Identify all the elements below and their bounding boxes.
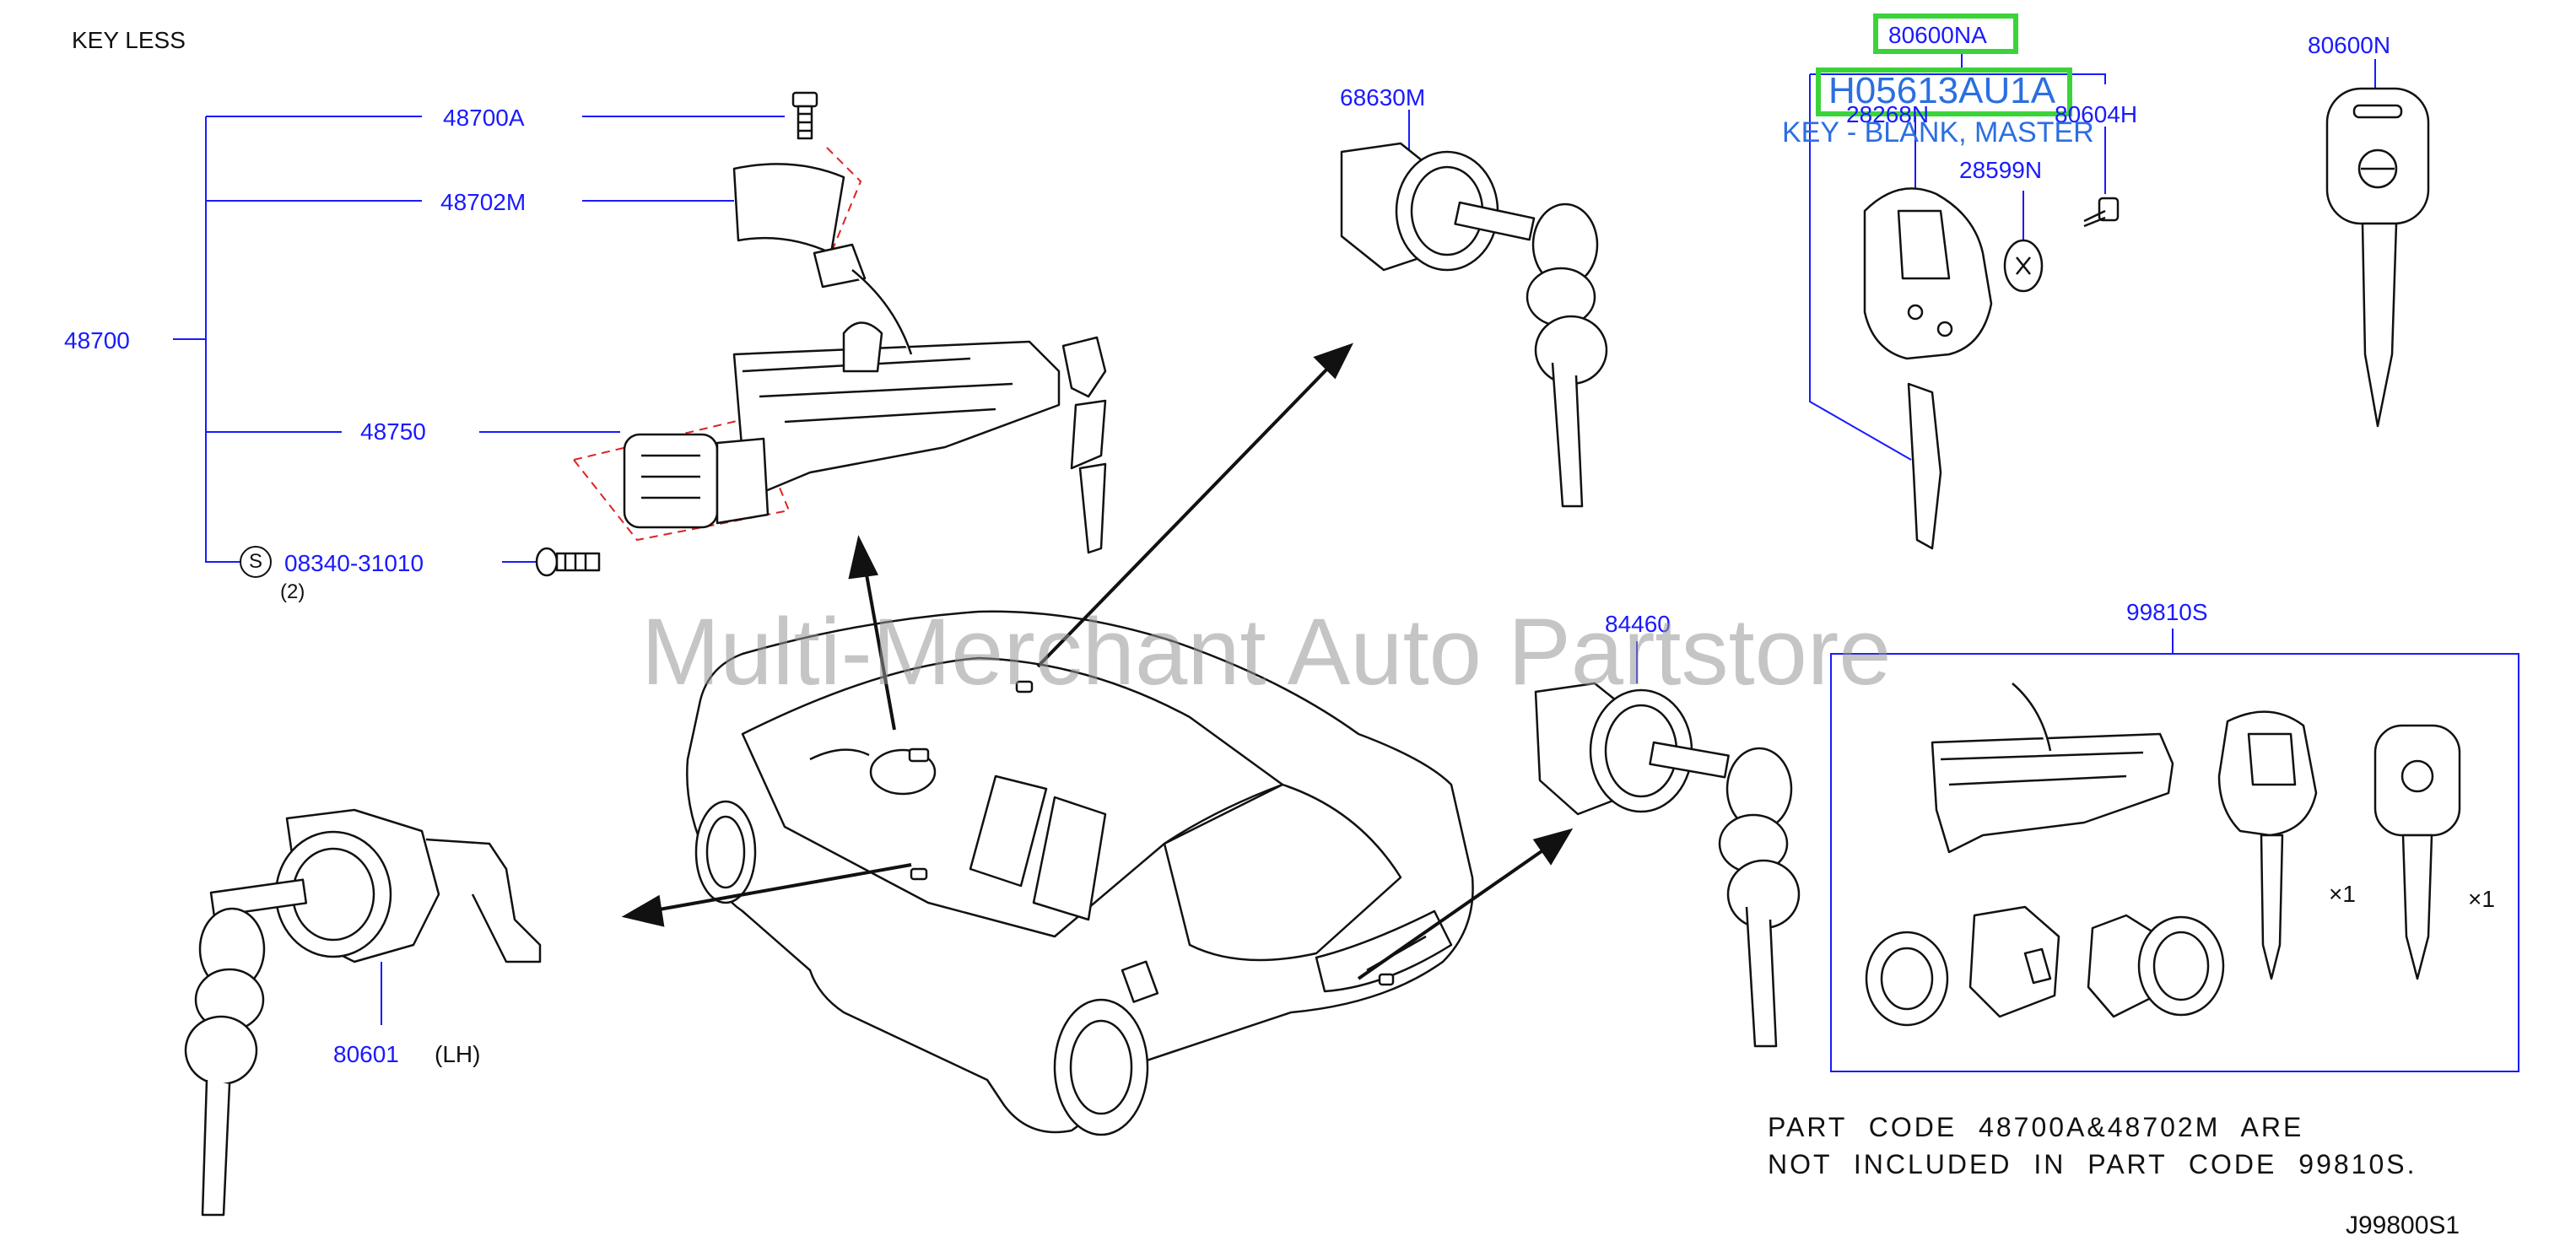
kit-99810S-contents (1865, 683, 2461, 1027)
part-label-28599N[interactable]: 28599N (1959, 157, 2043, 183)
part-label-48750[interactable]: 48750 (360, 418, 426, 445)
cover-48702M (732, 163, 845, 255)
side-label-lh: (LH) (435, 1041, 481, 1067)
part-label-48700A[interactable]: 48700A (443, 105, 525, 131)
part-label-48702M[interactable]: 48702M (440, 189, 527, 215)
door-lock-80601 (184, 808, 542, 1217)
bracket-key-blank (1810, 73, 2106, 84)
key-type-label: KEY LESS (72, 27, 186, 53)
part-label-80600N[interactable]: 80600N (2308, 32, 2391, 58)
part-label-99810S[interactable]: 99810S (2126, 599, 2208, 625)
diagram-code: J99800S1 (2346, 1212, 2460, 1239)
remote-key-28268N (1863, 187, 1993, 360)
part-label-80604H[interactable]: 80604H (2055, 101, 2138, 127)
part-label-28268N[interactable]: 28268N (1846, 101, 1930, 127)
trunk-lock-84460 (1534, 682, 1801, 1048)
kit-box-99810S (1830, 653, 2519, 1072)
note-line-2: NOT INCLUDED IN PART CODE 99810S. (1768, 1149, 2417, 1179)
note-line-1: PART CODE 48700A&48702M ARE (1768, 1112, 2304, 1142)
watermark: Multi-Merchant Auto Partstore (641, 599, 1892, 704)
part-label-80600NA[interactable]: 80600NA (1888, 22, 1987, 48)
ignition-switch-48750 (623, 243, 1107, 554)
highlight-box-80600NA (1873, 13, 2018, 54)
screw-08340-31010 (535, 547, 601, 577)
quantity-label-2: (2) (280, 580, 305, 603)
part-label-68630M[interactable]: 68630M (1340, 84, 1426, 111)
screw-80604H (2083, 197, 2120, 228)
location-arrows (621, 343, 1574, 980)
key-blade (1907, 382, 1942, 550)
standard-part-circle (240, 546, 272, 578)
battery-28599N (2003, 239, 2044, 293)
key-description: KEY - BLANK, MASTER (1782, 116, 2094, 148)
master-key-80600N (2325, 87, 2430, 428)
highlight-box-H05613AU1A (1816, 67, 2072, 116)
part-label-48700[interactable]: 48700 (64, 327, 130, 353)
standard-part-symbol: S (249, 550, 263, 573)
quantity-label-x1-key: ×1 (2468, 886, 2495, 912)
part-label-08340-31010[interactable]: 08340-31010 (284, 550, 424, 576)
car-illustration (686, 610, 1474, 1136)
door-lock-68630M (1340, 142, 1608, 508)
quantity-label-x1-remote: ×1 (2329, 881, 2356, 907)
part-label-84460[interactable]: 84460 (1605, 611, 1671, 637)
part-label-80601[interactable]: 80601 (333, 1041, 399, 1067)
bracket-48700 (205, 116, 240, 563)
assembly-guide-lines (572, 147, 862, 542)
part-label-H05613AU1A[interactable]: H05613AU1A (1828, 70, 2056, 111)
leader-key-blade (1809, 74, 1912, 461)
bolt-48700A (791, 91, 818, 140)
